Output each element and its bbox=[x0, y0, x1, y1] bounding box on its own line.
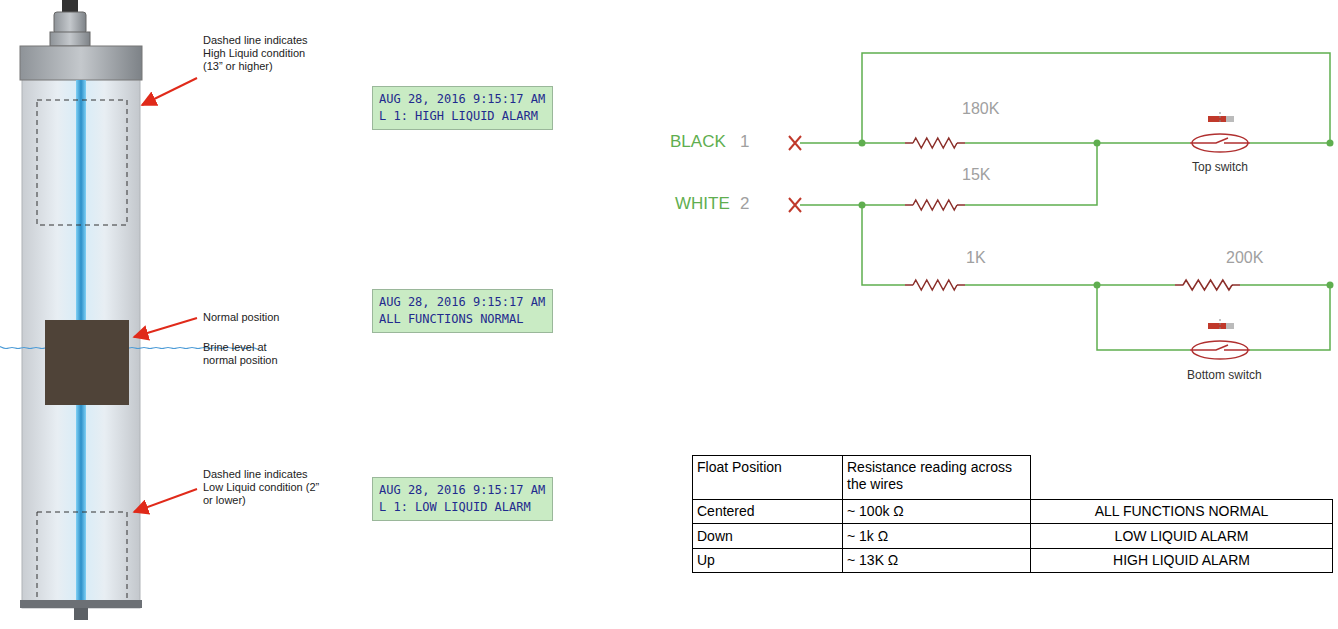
callout-text: Dashed line indicates Low Liquid conditi… bbox=[203, 468, 321, 507]
table-cell: LOW LIQUID ALARM bbox=[1031, 528, 1332, 545]
table-cell: ~ 13K Ω bbox=[847, 552, 1025, 569]
reed-switch bbox=[1190, 112, 1250, 152]
float-sensor bbox=[20, 0, 142, 620]
table-cell: Up bbox=[697, 552, 837, 569]
lcd-text: ALL FUNCTIONS NORMAL bbox=[379, 311, 546, 328]
component-label: 180K bbox=[962, 100, 999, 119]
callout-text: Brine level at normal position bbox=[203, 341, 303, 367]
table-cell: Centered bbox=[697, 503, 837, 520]
resistor-symbol bbox=[905, 200, 965, 210]
callout-text: Dashed line indicates High Liquid condit… bbox=[203, 34, 321, 73]
reed-switch bbox=[1190, 319, 1250, 359]
terminal-marks bbox=[789, 136, 801, 212]
table-cell: ~ 100k Ω bbox=[847, 503, 1025, 520]
table-cell: Float Position bbox=[697, 459, 837, 476]
wires bbox=[800, 53, 1330, 350]
component-label: 15K bbox=[962, 166, 990, 185]
resistor-symbol bbox=[905, 280, 965, 290]
component-label: 1K bbox=[966, 249, 986, 268]
table-grid bbox=[693, 456, 1333, 573]
table-cell: HIGH LIQUID ALARM bbox=[1031, 552, 1332, 569]
resistor-symbol bbox=[1175, 280, 1240, 290]
wire-label: BLACK bbox=[670, 132, 726, 152]
component-label: 200K bbox=[1226, 249, 1263, 268]
float bbox=[45, 320, 129, 405]
wire-label: WHITE bbox=[675, 194, 730, 214]
component-label: Bottom switch bbox=[1187, 368, 1262, 382]
lcd-text: AUG 28, 2016 9:15:17 AM bbox=[379, 482, 546, 499]
leader-arrows bbox=[134, 78, 197, 512]
lcd-display: AUG 28, 2016 9:15:17 AML 1: LOW LIQUID A… bbox=[372, 477, 553, 521]
junction-dots bbox=[859, 140, 1334, 289]
resistor-symbol bbox=[905, 138, 1240, 290]
lcd-text: L 1: HIGH LIQUID ALARM bbox=[379, 108, 546, 125]
lcd-text: AUG 28, 2016 9:15:17 AM bbox=[379, 294, 546, 311]
wire-label: 2 bbox=[740, 194, 749, 214]
lcd-text: AUG 28, 2016 9:15:17 AM bbox=[379, 91, 546, 108]
reed-switch-symbol bbox=[1190, 112, 1250, 359]
lcd-display: AUG 28, 2016 9:15:17 AMALL FUNCTIONS NOR… bbox=[372, 289, 553, 333]
table-cell: Down bbox=[697, 528, 837, 545]
table-cell: Resistance reading across the wires bbox=[847, 459, 1025, 492]
wire-label: 1 bbox=[740, 132, 749, 152]
resistor-symbol bbox=[905, 138, 965, 148]
table-cell: ALL FUNCTIONS NORMAL bbox=[1031, 503, 1332, 520]
lcd-text: L 1: LOW LIQUID ALARM bbox=[379, 499, 546, 516]
component-label: Top switch bbox=[1192, 160, 1248, 174]
table-cell: ~ 1k Ω bbox=[847, 528, 1025, 545]
lcd-display: AUG 28, 2016 9:15:17 AML 1: HIGH LIQUID … bbox=[372, 86, 553, 130]
callout-text: Normal position bbox=[203, 311, 321, 324]
